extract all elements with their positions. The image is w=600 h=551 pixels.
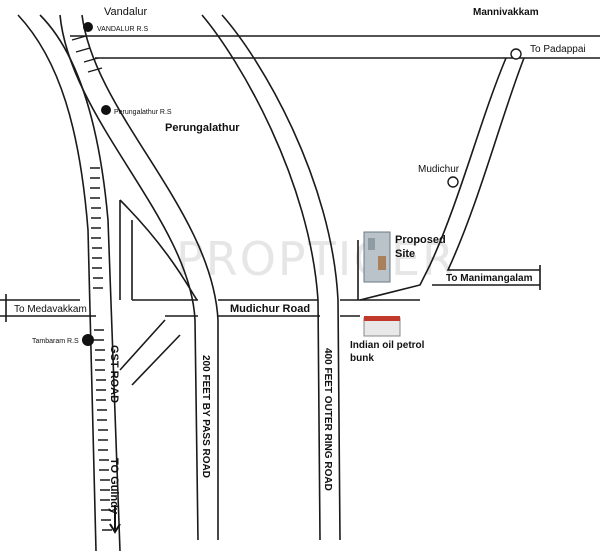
tambaram-station-icon <box>82 334 94 346</box>
label-mannivakkam: Mannivakkam <box>473 7 539 18</box>
label-to-manimangalam: To Manimangalam <box>446 273 533 284</box>
label-vandalur-rs: VANDALUR R.S <box>97 26 149 33</box>
gst-road-left-edge <box>17 14 97 551</box>
gst-link-road <box>119 319 181 386</box>
label-outer-ring-road: 400 FEET OUTER RING ROAD <box>322 348 333 491</box>
rail-track-ticks <box>71 35 112 531</box>
mudichur-link-road <box>359 57 540 301</box>
label-mudichur-road: Mudichur Road <box>230 303 310 315</box>
label-perungalathur: Perungalathur <box>165 122 240 134</box>
bypass-road-right-edge <box>81 14 219 540</box>
ring-road-right-edge <box>221 14 341 541</box>
vandalur-station-icon <box>83 22 93 32</box>
gst-branch-road <box>119 199 198 301</box>
site-image-detail <box>378 256 386 270</box>
label-mudichur: Mudichur <box>418 164 460 175</box>
label-indian-oil-1: Indian oil petrol <box>350 340 425 351</box>
label-tambaram-rs: Tambaram R.S <box>32 338 79 345</box>
label-gst-road: GST ROAD <box>108 345 120 403</box>
label-indian-oil-2: bunk <box>350 353 374 364</box>
proposed-site-image <box>363 231 391 283</box>
site-image-detail <box>368 238 375 250</box>
perungalathur-station-icon <box>101 105 111 115</box>
label-to-padappai: To Padappai <box>530 44 586 55</box>
gst-road-right-edge <box>39 14 121 551</box>
manimangalam-road <box>432 265 541 290</box>
label-perungalathur-rs: Perungalathur R.S <box>114 109 172 116</box>
label-bypass-road: 200 FEET BY PASS ROAD <box>200 355 211 478</box>
mannivakkam-marker-icon <box>510 48 522 60</box>
bypass-road-left-edge <box>59 14 199 541</box>
ring-road-left-edge <box>201 14 321 541</box>
label-to-medavakkam: To Medavakkam <box>14 304 87 315</box>
mudichur-marker-icon <box>447 176 459 188</box>
guindy-direction-arrow-icon <box>109 505 121 534</box>
petrol-bunk-canopy <box>364 316 400 321</box>
label-vandalur: Vandalur <box>104 6 148 18</box>
label-proposed-site-2: Site <box>395 248 415 260</box>
padappai-road <box>70 35 600 59</box>
label-proposed-site-1: Proposed <box>395 234 446 246</box>
label-to-guindy: TO Guindy <box>108 458 120 515</box>
